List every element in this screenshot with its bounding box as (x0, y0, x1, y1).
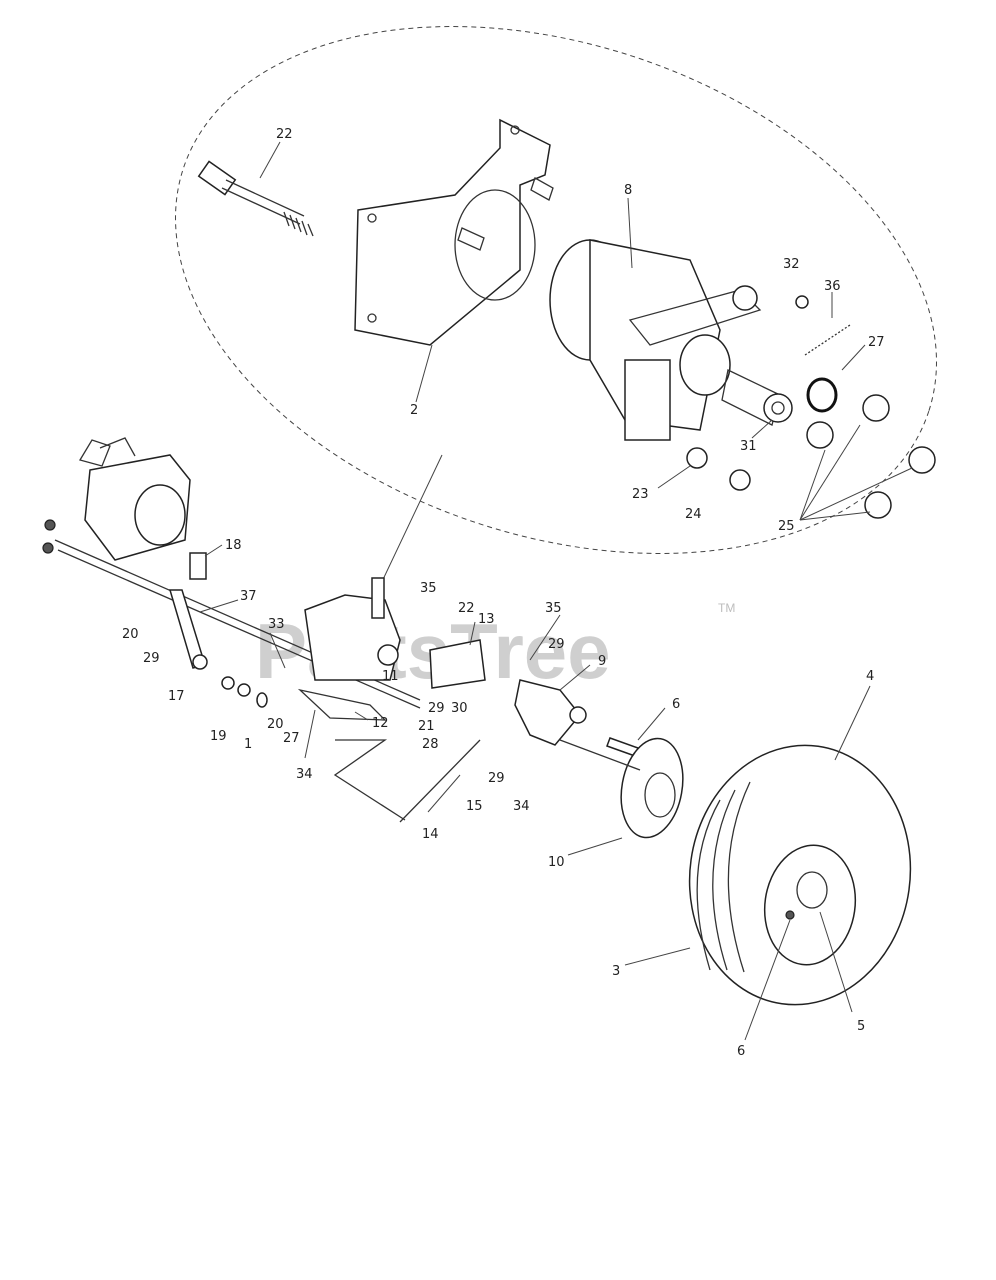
callout-31: 31 (740, 439, 757, 454)
wheel-assembly-part-4[interactable] (673, 731, 927, 1019)
bracket-part-2[interactable] (354, 118, 554, 346)
callout-3: 3 (612, 964, 620, 979)
rim-part-5[interactable] (757, 839, 863, 970)
callout-20: 20 (122, 627, 139, 642)
part-18[interactable] (189, 552, 207, 580)
washer-part-23[interactable] (686, 447, 708, 469)
callout-labels: 22 8 32 36 27 2 31 23 24 25 18 37 20 29 … (122, 127, 885, 1059)
callout-6b: 6 (737, 1044, 745, 1059)
callout-22b: 22 (458, 601, 475, 616)
callout-20b: 20 (267, 717, 284, 732)
callout-33: 33 (268, 617, 285, 632)
callout-1: 1 (244, 737, 252, 752)
callout-28: 28 (422, 737, 439, 752)
callout-21: 21 (418, 719, 435, 734)
callout-25: 25 (778, 519, 795, 534)
motor-part-8[interactable] (549, 239, 781, 441)
callout-14: 14 (422, 827, 439, 842)
callout-36: 36 (824, 279, 841, 294)
valve-part-6[interactable] (785, 910, 795, 920)
detail-leader-line (377, 454, 443, 591)
plate-part-13[interactable] (429, 639, 486, 689)
callout-35b: 35 (545, 601, 562, 616)
hub-part-10[interactable] (559, 734, 690, 843)
callout-5: 5 (857, 1019, 865, 1034)
gearbox-part-11[interactable] (297, 577, 401, 721)
callout-2: 2 (410, 403, 418, 418)
callout-15: 15 (466, 799, 483, 814)
callout-22: 22 (276, 127, 293, 142)
nut-part-31[interactable] (763, 393, 793, 423)
callout-35: 35 (420, 581, 437, 596)
callout-11: 11 (382, 669, 399, 684)
rod-part-14-guide (333, 739, 406, 821)
callout-9: 9 (598, 654, 606, 669)
callout-29: 29 (143, 651, 160, 666)
bolt-part-22[interactable] (197, 160, 314, 237)
callout-13: 13 (478, 612, 495, 627)
callout-19: 19 (210, 729, 227, 744)
washer-part-19b[interactable] (237, 683, 251, 697)
callout-29c: 29 (428, 701, 445, 716)
callout-30: 30 (451, 701, 468, 716)
rod-part-14[interactable] (399, 739, 481, 823)
washer-part-1[interactable] (256, 692, 268, 708)
lever-part-17[interactable] (168, 589, 208, 670)
callout-4: 4 (866, 669, 874, 684)
callout-27: 27 (868, 335, 885, 350)
callout-29d: 29 (488, 771, 505, 786)
callout-10: 10 (548, 855, 565, 870)
callout-27b: 27 (283, 731, 300, 746)
callout-32: 32 (783, 257, 800, 272)
callout-34: 34 (296, 767, 313, 782)
callout-18: 18 (225, 538, 242, 553)
callout-8: 8 (624, 183, 632, 198)
part-32[interactable] (795, 295, 809, 309)
washer-part-19[interactable] (221, 676, 235, 690)
callout-29b: 29 (548, 637, 565, 652)
leader-lines (199, 141, 913, 1041)
detail-ellipse (175, 26, 937, 554)
pump-assembly-left[interactable] (42, 437, 191, 561)
callout-24: 24 (685, 507, 702, 522)
washer-part-24[interactable] (729, 469, 751, 491)
pin-part-36[interactable] (804, 324, 851, 356)
callout-34b: 34 (513, 799, 530, 814)
callout-12: 12 (372, 716, 389, 731)
callout-37: 37 (240, 589, 257, 604)
o-ring-part-27[interactable] (806, 377, 838, 413)
callout-17: 17 (168, 689, 185, 704)
trademark-mark: TM (718, 601, 735, 615)
lug-nuts-part-25[interactable] (806, 394, 936, 519)
callout-23: 23 (632, 487, 649, 502)
callout-6: 6 (672, 697, 680, 712)
